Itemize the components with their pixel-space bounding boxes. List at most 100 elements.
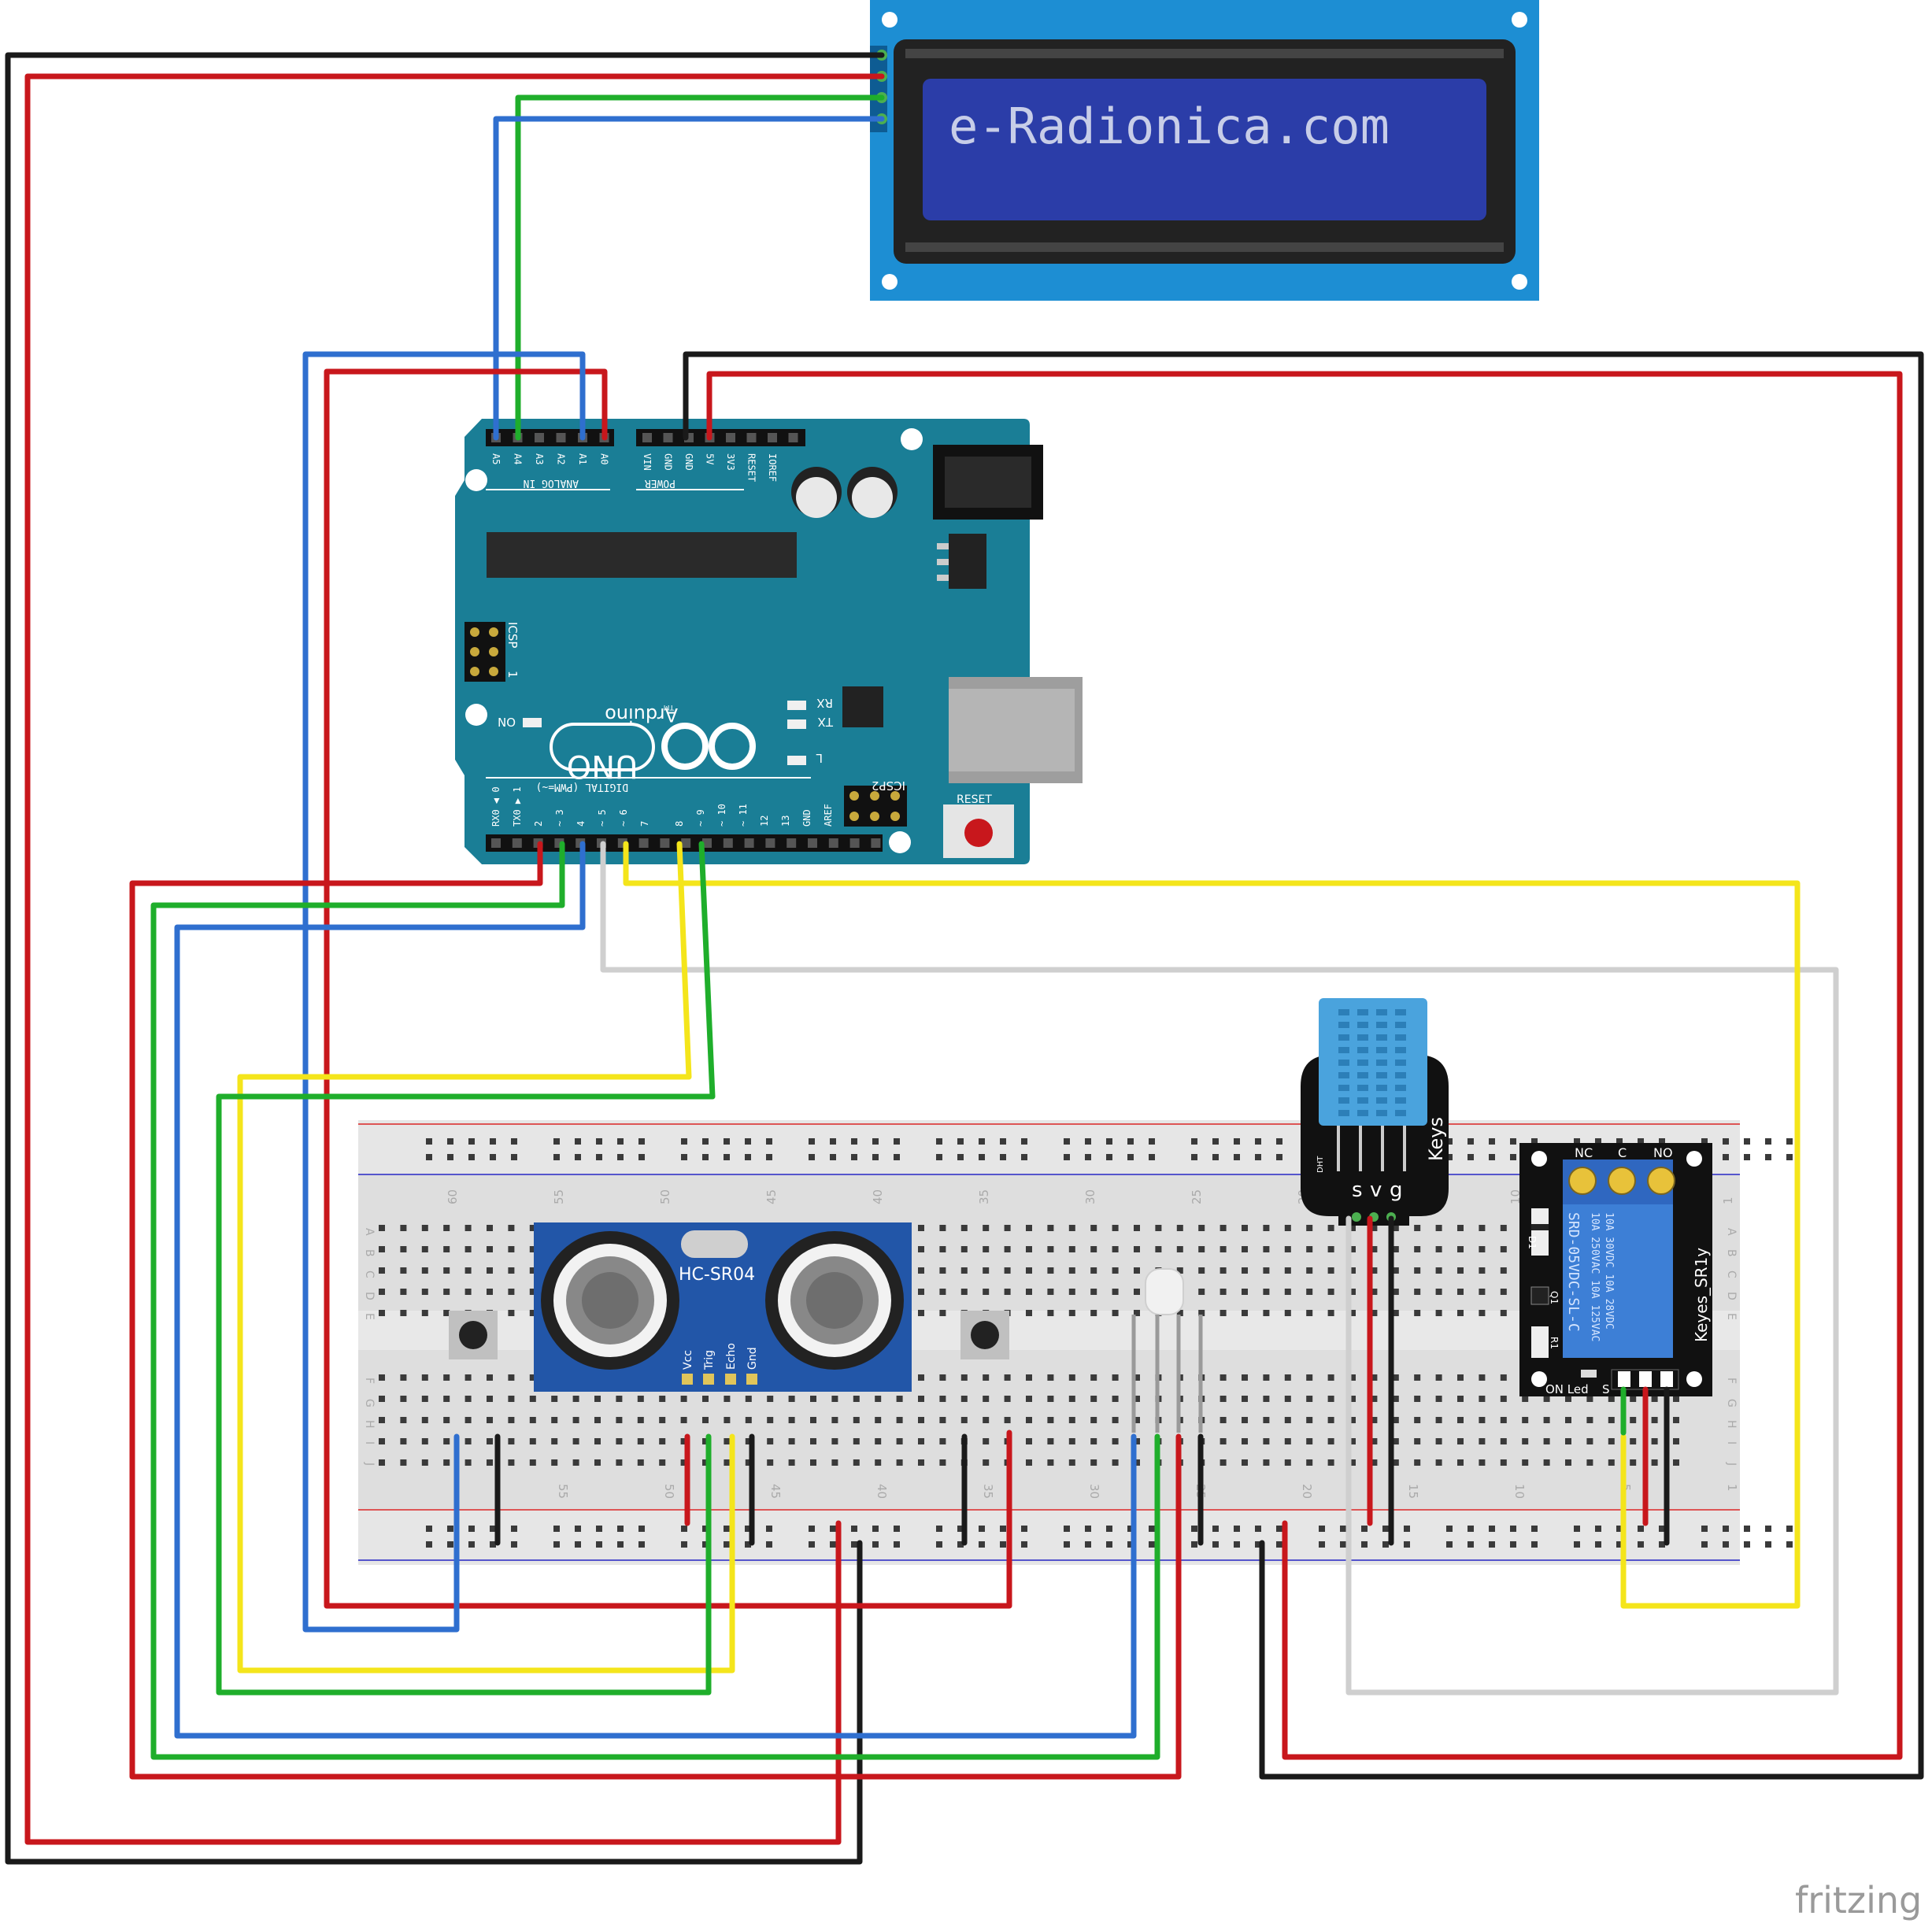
breadboard-hole[interactable] xyxy=(529,1225,536,1231)
breadboard-hole[interactable] xyxy=(724,1438,731,1444)
breadboard-hole[interactable] xyxy=(443,1396,450,1402)
breadboard-hole[interactable] xyxy=(1306,1459,1313,1466)
breadboard-hole[interactable] xyxy=(810,1459,816,1466)
breadboard-hole[interactable] xyxy=(1004,1417,1011,1423)
breadboard-hole[interactable] xyxy=(529,1374,536,1381)
rail-hole[interactable] xyxy=(553,1138,560,1145)
rail-hole[interactable] xyxy=(1021,1138,1027,1145)
breadboard-hole[interactable] xyxy=(1500,1289,1507,1295)
breadboard-hole[interactable] xyxy=(1134,1310,1140,1316)
rail-hole[interactable] xyxy=(745,1154,751,1160)
breadboard-hole[interactable] xyxy=(1673,1396,1679,1402)
rail-hole[interactable] xyxy=(724,1138,730,1145)
breadboard-hole[interactable] xyxy=(1220,1267,1227,1274)
rail-hole[interactable] xyxy=(957,1154,964,1160)
rail-hole[interactable] xyxy=(1340,1541,1346,1548)
breadboard-hole[interactable] xyxy=(1068,1225,1075,1231)
breadboard-hole[interactable] xyxy=(724,1459,731,1466)
breadboard-hole[interactable] xyxy=(1134,1246,1140,1252)
breadboard-hole[interactable] xyxy=(767,1417,774,1423)
breadboard-hole[interactable] xyxy=(616,1459,623,1466)
rail-hole[interactable] xyxy=(1468,1138,1474,1145)
breadboard-hole[interactable] xyxy=(1263,1225,1270,1231)
breadboard-hole[interactable] xyxy=(896,1459,903,1466)
breadboard-hole[interactable] xyxy=(464,1289,472,1295)
rail-hole[interactable] xyxy=(1574,1541,1580,1548)
rail-hole[interactable] xyxy=(553,1154,560,1160)
breadboard-hole[interactable] xyxy=(1047,1438,1054,1444)
rail-hole[interactable] xyxy=(1021,1541,1027,1548)
breadboard-hole[interactable] xyxy=(1134,1225,1140,1231)
rail-hole[interactable] xyxy=(872,1541,879,1548)
breadboard-hole[interactable] xyxy=(1435,1267,1442,1274)
breadboard-hole[interactable] xyxy=(1479,1246,1486,1252)
breadboard-hole[interactable] xyxy=(918,1417,924,1423)
breadboard-hole[interactable] xyxy=(939,1374,946,1381)
breadboard-hole[interactable] xyxy=(1414,1438,1421,1444)
header-pin[interactable] xyxy=(786,838,797,848)
breadboard-hole[interactable] xyxy=(1155,1246,1162,1252)
breadboard-hole[interactable] xyxy=(1134,1459,1140,1466)
breadboard-hole[interactable] xyxy=(551,1396,558,1402)
breadboard-hole[interactable] xyxy=(1371,1374,1378,1381)
breadboard-hole[interactable] xyxy=(939,1417,946,1423)
rail-hole[interactable] xyxy=(1191,1541,1197,1548)
terminal-screw-c[interactable] xyxy=(1608,1167,1636,1195)
breadboard-hole[interactable] xyxy=(1349,1225,1356,1231)
breadboard-hole[interactable] xyxy=(1026,1246,1032,1252)
breadboard-hole[interactable] xyxy=(680,1396,687,1402)
breadboard-hole[interactable] xyxy=(939,1267,946,1274)
breadboard-hole[interactable] xyxy=(1479,1310,1486,1316)
rail-hole[interactable] xyxy=(1276,1154,1282,1160)
breadboard-hole[interactable] xyxy=(939,1310,946,1316)
breadboard-hole[interactable] xyxy=(1242,1246,1248,1252)
rail-hole[interactable] xyxy=(809,1154,815,1160)
breadboard-hole[interactable] xyxy=(1414,1267,1421,1274)
rail-hole[interactable] xyxy=(638,1541,645,1548)
rail-hole[interactable] xyxy=(1595,1526,1601,1532)
rail-hole[interactable] xyxy=(1616,1526,1623,1532)
breadboard-hole[interactable] xyxy=(400,1459,407,1466)
breadboard-hole[interactable] xyxy=(1586,1417,1593,1423)
breadboard-hole[interactable] xyxy=(960,1225,968,1231)
rail-hole[interactable] xyxy=(979,1154,985,1160)
breadboard-hole[interactable] xyxy=(1435,1396,1442,1402)
breadboard-hole[interactable] xyxy=(1673,1417,1679,1423)
breadboard-hole[interactable] xyxy=(1068,1246,1075,1252)
breadboard-hole[interactable] xyxy=(1673,1459,1679,1466)
breadboard-hole[interactable] xyxy=(918,1438,924,1444)
rail-hole[interactable] xyxy=(1723,1138,1729,1145)
breadboard-hole[interactable] xyxy=(1673,1438,1679,1444)
breadboard-hole[interactable] xyxy=(983,1225,990,1231)
rail-hole[interactable] xyxy=(1404,1526,1410,1532)
breadboard-hole[interactable] xyxy=(1371,1246,1378,1252)
breadboard-hole[interactable] xyxy=(443,1417,450,1423)
breadboard-hole[interactable] xyxy=(1543,1396,1550,1402)
breadboard-hole[interactable] xyxy=(529,1289,536,1295)
breadboard-hole[interactable] xyxy=(400,1438,407,1444)
breadboard-hole[interactable] xyxy=(1263,1374,1270,1381)
breadboard-hole[interactable] xyxy=(1306,1225,1313,1231)
breadboard-hole[interactable] xyxy=(594,1459,601,1466)
rail-hole[interactable] xyxy=(766,1526,772,1532)
breadboard-hole[interactable] xyxy=(1242,1438,1248,1444)
breadboard-hole[interactable] xyxy=(1565,1396,1571,1402)
breadboard-hole[interactable] xyxy=(896,1396,903,1402)
breadboard-hole[interactable] xyxy=(1327,1310,1334,1316)
rail-hole[interactable] xyxy=(1382,1541,1389,1548)
breadboard-hole[interactable] xyxy=(1198,1267,1205,1274)
rail-hole[interactable] xyxy=(809,1138,815,1145)
breadboard-hole[interactable] xyxy=(529,1417,536,1423)
breadboard-hole[interactable] xyxy=(1026,1417,1032,1423)
rail-hole[interactable] xyxy=(1255,1154,1261,1160)
rail-hole[interactable] xyxy=(1127,1154,1134,1160)
breadboard-hole[interactable] xyxy=(1090,1459,1097,1466)
breadboard-hole[interactable] xyxy=(939,1459,946,1466)
breadboard-hole[interactable] xyxy=(745,1459,752,1466)
rail-hole[interactable] xyxy=(1127,1541,1134,1548)
breadboard-hole[interactable] xyxy=(443,1267,450,1274)
breadboard-hole[interactable] xyxy=(939,1289,946,1295)
breadboard-hole[interactable] xyxy=(1651,1459,1658,1466)
breadboard-hole[interactable] xyxy=(1242,1310,1248,1316)
header-pin[interactable] xyxy=(808,838,817,848)
